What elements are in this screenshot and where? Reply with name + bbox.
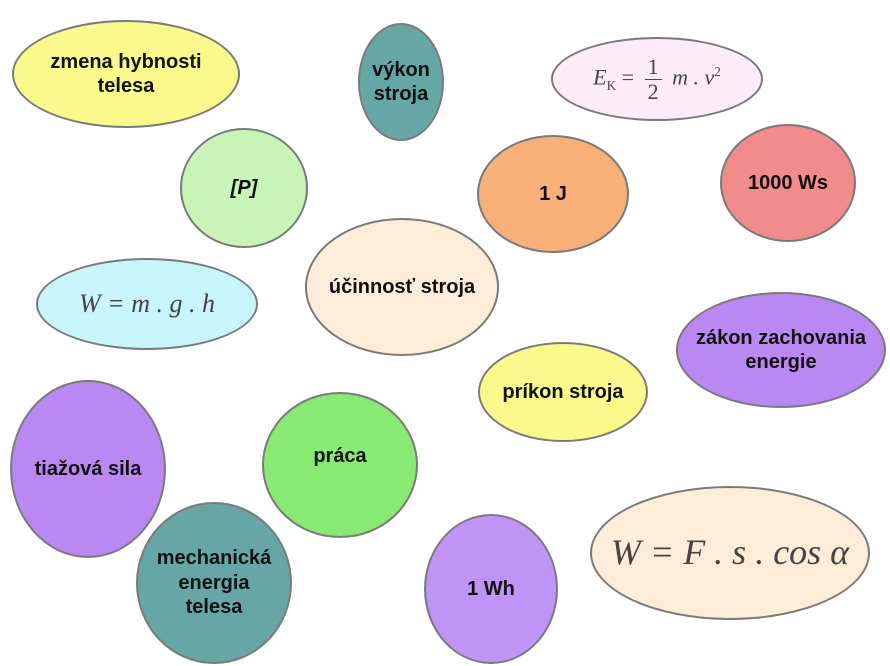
bubble-label-line: príkon stroja	[502, 380, 624, 403]
bubble-zakon-zachovania[interactable]: zákon zachovania energie	[676, 292, 886, 408]
bubble-label-line: [P]	[230, 176, 258, 199]
bubble-label-line: telesa	[185, 596, 243, 619]
bubble-label-line: mechanická	[156, 547, 272, 570]
bubble-label-line: práca	[313, 444, 367, 467]
formula-rhs-superscript: 2	[714, 63, 721, 79]
formula-praca: W = F . s . cos α	[610, 532, 850, 573]
bubble-joule[interactable]: 1 J	[477, 135, 629, 253]
formula-kineticka-energia: EK = 1 2 m . v2	[593, 55, 721, 104]
bubble-mechanicka-energia[interactable]: mechanická energia telesa	[136, 502, 292, 664]
bubble-label-line: energie	[745, 351, 817, 373]
bubble-watthodina[interactable]: 1 Wh	[424, 514, 558, 664]
bubble-label-line: zákon zachovania	[695, 326, 867, 349]
formula-equals: =	[621, 64, 635, 90]
bubble-watt-sekundy[interactable]: 1000 Ws	[720, 124, 856, 242]
bubble-tiazova-sila[interactable]: tiažová sila	[10, 380, 166, 558]
formula-lhs: E	[593, 64, 607, 90]
bubble-label-line: tiažová sila	[34, 457, 142, 480]
bubble-praca-vzorec[interactable]: W = F . s . cos α	[590, 486, 870, 620]
bubble-label-line: 1 Wh	[467, 577, 515, 600]
bubble-label-line: stroja	[373, 83, 429, 105]
bubble-label-line: energia	[178, 571, 250, 594]
bubble-praca[interactable]: práca	[262, 392, 418, 538]
bubble-prikon-stroja[interactable]: príkon stroja	[478, 342, 648, 442]
bubble-label-line: výkon	[372, 58, 430, 81]
bubble-potencialna-energia[interactable]: W = m . g . h	[36, 258, 258, 350]
bubble-zmena-hybnosti[interactable]: zmena hybnosti telesa	[12, 20, 240, 128]
bubble-label-line: telesa	[97, 75, 155, 97]
fraction-denominator: 2	[647, 78, 659, 104]
formula-fraction: 1 2	[644, 55, 662, 104]
bubble-vykon-stroja[interactable]: výkon stroja	[358, 23, 444, 141]
bubble-label-line: 1 J	[539, 182, 567, 205]
bubble-ucinnost-stroja[interactable]: účinnosť stroja	[305, 218, 499, 356]
bubble-label-line: účinnosť stroja	[328, 275, 476, 298]
formula-rhs: m . v	[672, 64, 715, 90]
formula-lhs-subscript: K	[606, 77, 617, 93]
bubble-label-line: 1000 Ws	[747, 171, 829, 194]
bubble-jednotka-vykonu[interactable]: [P]	[180, 128, 308, 248]
formula-potencialna-energia: W = m . g . h	[79, 289, 215, 319]
bubble-label-line: zmena hybnosti	[50, 50, 202, 73]
fraction-numerator: 1	[644, 55, 662, 80]
bubble-kineticka-energia[interactable]: EK = 1 2 m . v2	[551, 37, 763, 121]
